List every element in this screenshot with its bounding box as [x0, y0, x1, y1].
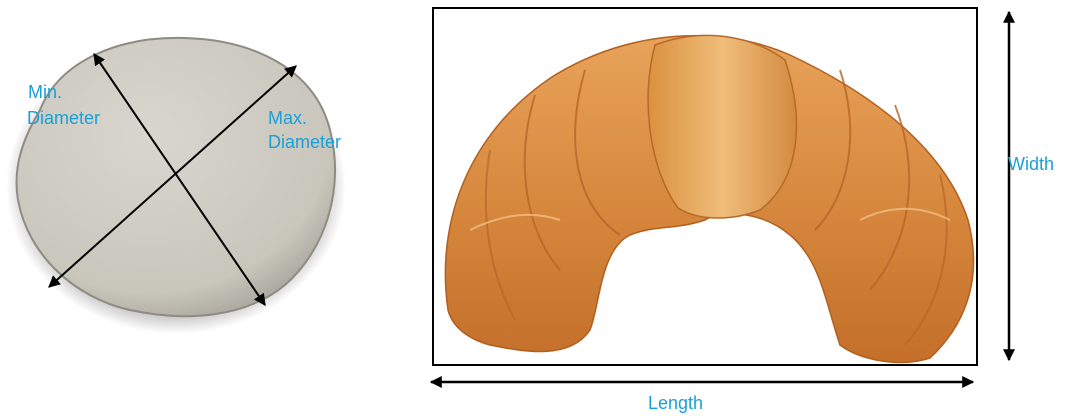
max-diameter-label-line2: Diameter: [268, 132, 341, 152]
min-diameter-label-line1: Min.: [28, 82, 62, 102]
croissant-center: [648, 35, 796, 218]
max-diameter-label-line1: Max.: [268, 108, 307, 128]
length-label: Length: [648, 393, 703, 413]
tablet-panel: Min. Diameter Max. Diameter: [6, 38, 346, 334]
min-diameter-label-line2: Diameter: [27, 108, 100, 128]
width-label: Width: [1008, 154, 1054, 174]
croissant-panel: Width Length: [431, 8, 1054, 413]
